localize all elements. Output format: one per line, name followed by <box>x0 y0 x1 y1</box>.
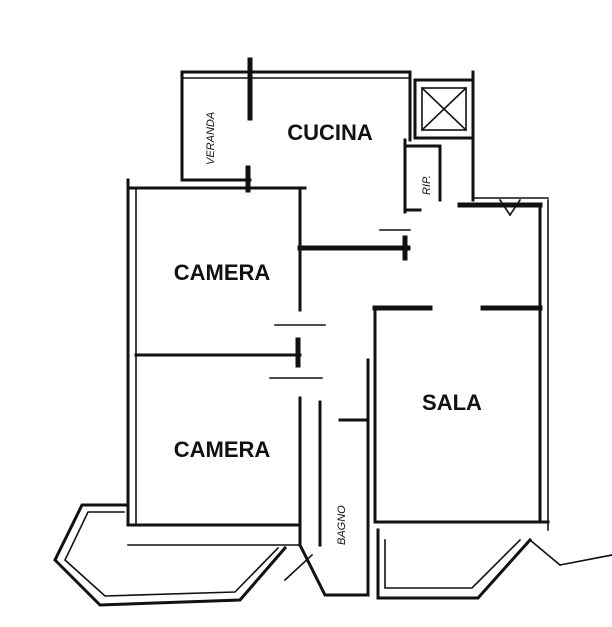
balcony-right-inner <box>384 538 522 589</box>
balcony-left <box>53 503 288 607</box>
door-mark-entry-b <box>508 198 522 217</box>
room-label-veranda: VERANDA <box>205 112 217 165</box>
duct-inner <box>421 87 467 131</box>
balcony-left-inner <box>64 511 280 597</box>
room-label-camera-top: CAMERA <box>174 260 271 285</box>
room-label-cucina: CUCINA <box>287 120 373 145</box>
labels: CUCINA CAMERA CAMERA SALA VERANDA RIP. B… <box>174 112 482 545</box>
door-mark-bagno <box>283 553 314 582</box>
room-label-rip: RIP. <box>421 175 433 195</box>
balcony-right-tail <box>559 554 612 566</box>
balcony-right <box>376 528 533 600</box>
room-label-camera-bottom: CAMERA <box>174 437 271 462</box>
room-label-bagno: BAGNO <box>336 505 348 545</box>
balcony-right-edge <box>528 538 562 567</box>
room-label-sala: SALA <box>422 390 482 415</box>
walls <box>53 57 612 607</box>
wall-bagno-bottom <box>297 542 370 597</box>
door-mark-entry-a <box>498 198 512 217</box>
duct-cross-b <box>420 86 468 132</box>
